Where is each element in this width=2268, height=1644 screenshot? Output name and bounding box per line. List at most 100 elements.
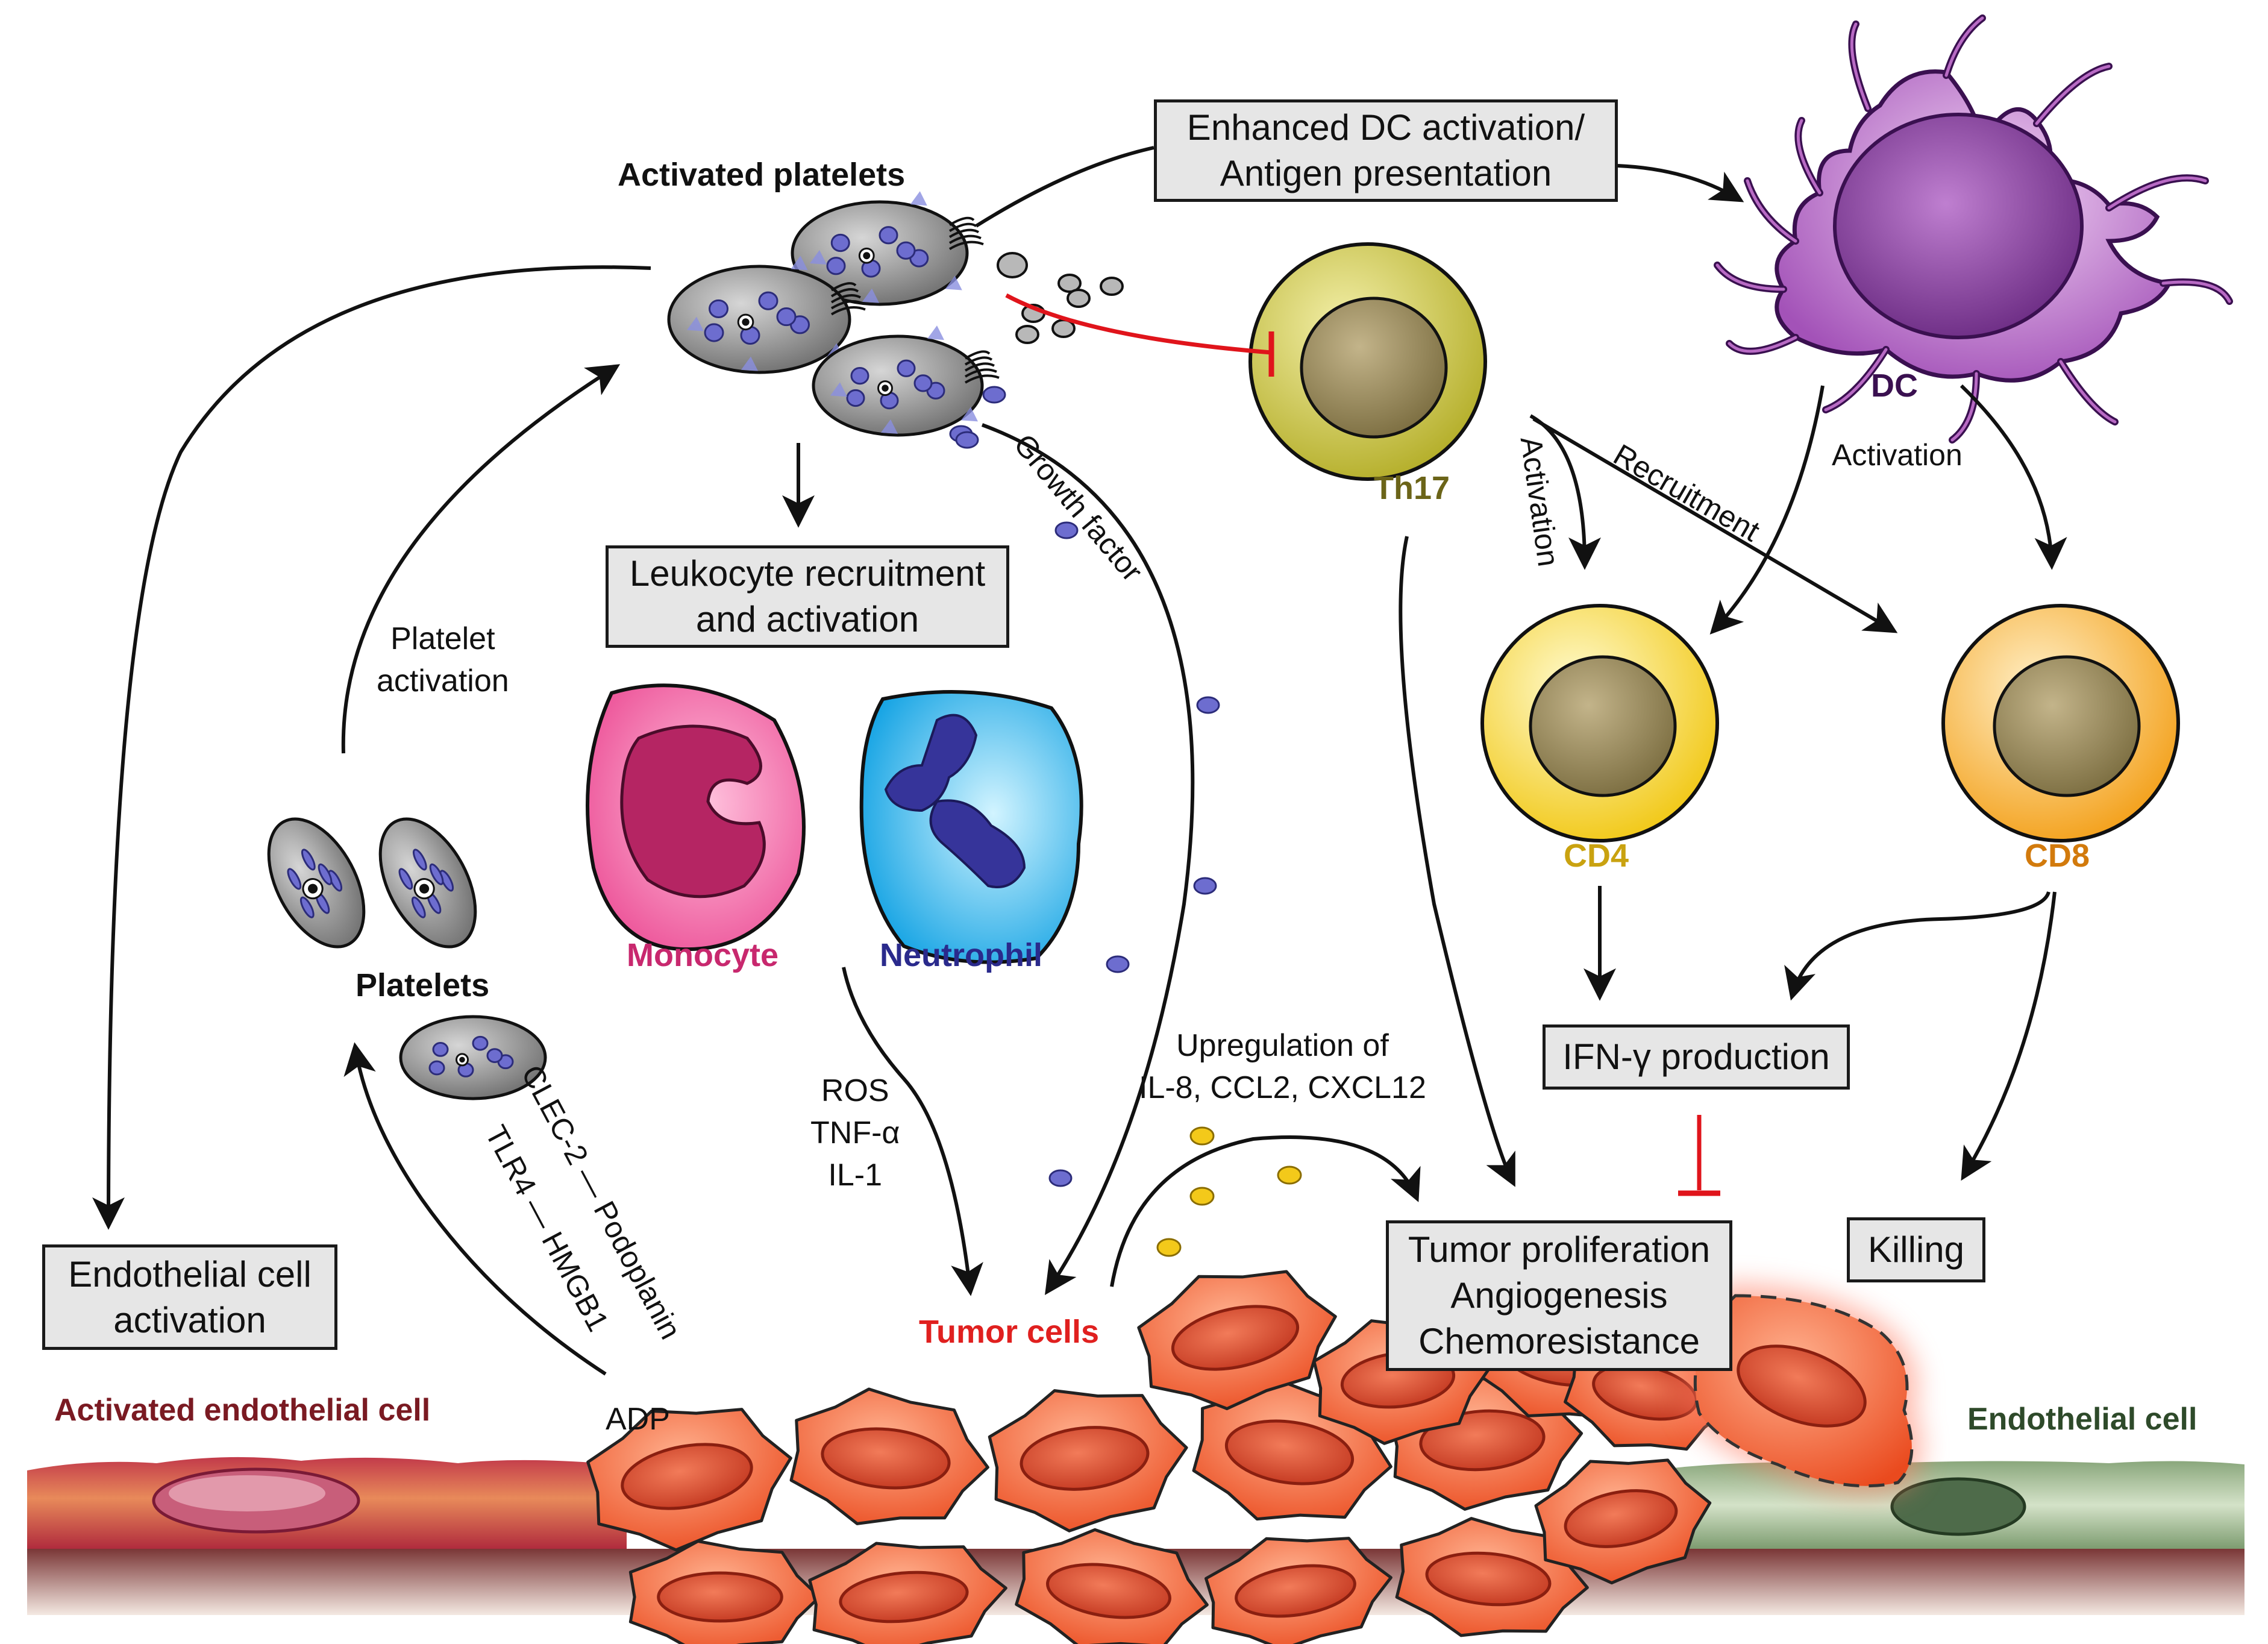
activated-platelets-label: Activated platelets — [618, 157, 906, 193]
cd8-label: CD8 — [2025, 838, 2090, 874]
arrow-growth-factor — [981, 423, 1195, 1295]
arrow-upregulation — [1110, 1135, 1421, 1287]
tumor-cell — [1015, 1528, 1209, 1644]
endothelial-label: Endothelial cell — [1967, 1402, 2198, 1437]
granule-dots — [949, 252, 1302, 1257]
upregulation-label: Upregulation of IL-8, CCL2, CXCL12 — [1139, 1024, 1426, 1109]
granule — [1015, 325, 1039, 344]
box-line: Antigen presentation — [1220, 153, 1552, 193]
tumor-effects-box: Tumor proliferation Angiogenesis Chemore… — [1386, 1220, 1732, 1371]
tumor-cell — [586, 1408, 792, 1552]
tumor-cell — [808, 1542, 1007, 1644]
platelet — [667, 256, 866, 374]
granule — [1067, 289, 1091, 308]
arrow-dc-box-to-dc — [1617, 164, 1744, 202]
cytokine-dot — [1277, 1166, 1302, 1185]
cd4-label: CD4 — [1564, 838, 1629, 874]
granule — [1100, 277, 1124, 296]
cd4-cell — [1480, 604, 1719, 842]
adp-label: ADP — [606, 1402, 670, 1437]
tumor-cells-label: Tumor cells — [919, 1314, 1100, 1350]
box-line: Angiogenesis — [1450, 1275, 1668, 1316]
platelet — [791, 191, 984, 306]
granule — [1057, 274, 1082, 293]
neutrophil-label: Neutrophil — [880, 937, 1042, 973]
tumor-cell-cluster — [586, 1270, 1729, 1644]
box-line: Endothelial cell — [68, 1253, 312, 1294]
platelet-group — [267, 191, 1000, 1100]
arrow-adp — [343, 1042, 607, 1376]
ros-label: ROS TNF-α IL-1 — [810, 1070, 900, 1196]
endothelial-activation-box: Endothelial cell activation — [42, 1244, 337, 1350]
platelet — [812, 325, 1000, 437]
arrow-cd8-to-ifn — [1784, 891, 2050, 1001]
inhibition-lines — [1005, 293, 1720, 1196]
activated-endothelial-label: Activated endothelial cell — [54, 1393, 431, 1428]
neutrophil-cell — [859, 690, 1083, 964]
cytokine-dot — [1189, 1126, 1215, 1146]
growth-factor-dot — [1106, 955, 1130, 973]
label-line: ROS — [821, 1073, 889, 1108]
platelet-activation-label: Platelet activation — [377, 618, 509, 702]
th17-label: Th17 — [1374, 470, 1450, 506]
label-line: Upregulation of — [1176, 1028, 1389, 1063]
tumor-cell — [1395, 1517, 1589, 1637]
arrow-monocyte-to-tumor — [842, 967, 983, 1296]
killing-box: Killing — [1847, 1217, 1985, 1282]
label-line: IL-1 — [828, 1158, 883, 1193]
cd8-cell — [1941, 604, 2180, 842]
endothelial-layer — [1651, 1461, 2245, 1549]
growth-factor-dot — [955, 431, 979, 449]
box-line: Leukocyte recruitment — [629, 553, 986, 594]
activated-endothelial-layer — [27, 1457, 627, 1549]
tumor-cell — [1137, 1270, 1337, 1411]
platelets-label: Platelets — [356, 967, 490, 1003]
arrow-to-endothelial-activation — [92, 265, 651, 1230]
glowing-tumor-cell — [1683, 1284, 1922, 1495]
arrow-dc-to-cd8 — [1959, 384, 2067, 570]
box-line: Killing — [1867, 1229, 1965, 1270]
tumor-cell — [1534, 1458, 1712, 1585]
tumor-cell — [988, 1389, 1188, 1533]
arrow-th17-to-tumor — [1399, 536, 1515, 1187]
monocyte-cell — [586, 683, 806, 952]
box-line: IFN-γ production — [1562, 1037, 1830, 1077]
cytokine-dot — [1189, 1187, 1215, 1206]
arrows — [92, 146, 2067, 1376]
arrow-dc-to-cd4 — [1709, 385, 1825, 635]
label-line: TNF-α — [810, 1115, 900, 1150]
arrow-platelet-activation — [341, 364, 621, 754]
label-line: activation — [377, 664, 509, 698]
granule — [997, 252, 1028, 278]
monocyte-label: Monocyte — [627, 937, 779, 973]
box-line: and activation — [695, 599, 919, 639]
growth-factor-dot — [1054, 521, 1079, 539]
arrow-cd8-to-killing — [1961, 891, 2057, 1181]
th17-cell — [1248, 242, 1487, 481]
platelet — [378, 817, 477, 949]
platelet — [267, 817, 366, 949]
box-line: Enhanced DC activation/ — [1186, 107, 1585, 148]
dendritic-cell — [1714, 14, 2233, 444]
activation-dc-label: Activation — [1832, 438, 1963, 472]
inhibit-th17 — [1005, 293, 1272, 355]
box-line: Chemoresistance — [1418, 1321, 1700, 1361]
growth-factor-dot — [1193, 877, 1217, 895]
leukocyte-box: Leukocyte recruitment and activation — [606, 545, 1009, 648]
arrow-th17-to-cd8 — [1532, 417, 1898, 633]
dc-label: DC — [1871, 368, 1918, 404]
arrow-platelets-to-dc-box — [975, 146, 1154, 228]
label-line: IL-8, CCL2, CXCL12 — [1139, 1070, 1426, 1105]
box-line: Tumor proliferation — [1408, 1229, 1711, 1270]
label-line: Platelet — [390, 621, 495, 656]
growth-factor-dot — [1196, 696, 1220, 714]
growth-factor-dot — [1048, 1169, 1073, 1187]
tumor-cell — [789, 1387, 989, 1525]
ifn-box: IFN-γ production — [1543, 1024, 1850, 1090]
box-line: activation — [113, 1299, 266, 1340]
dc-activation-box: Enhanced DC activation/ Antigen presenta… — [1154, 99, 1618, 202]
platelet — [399, 1015, 547, 1100]
cytokine-dot — [1156, 1238, 1182, 1257]
tumor-cell — [628, 1539, 821, 1644]
